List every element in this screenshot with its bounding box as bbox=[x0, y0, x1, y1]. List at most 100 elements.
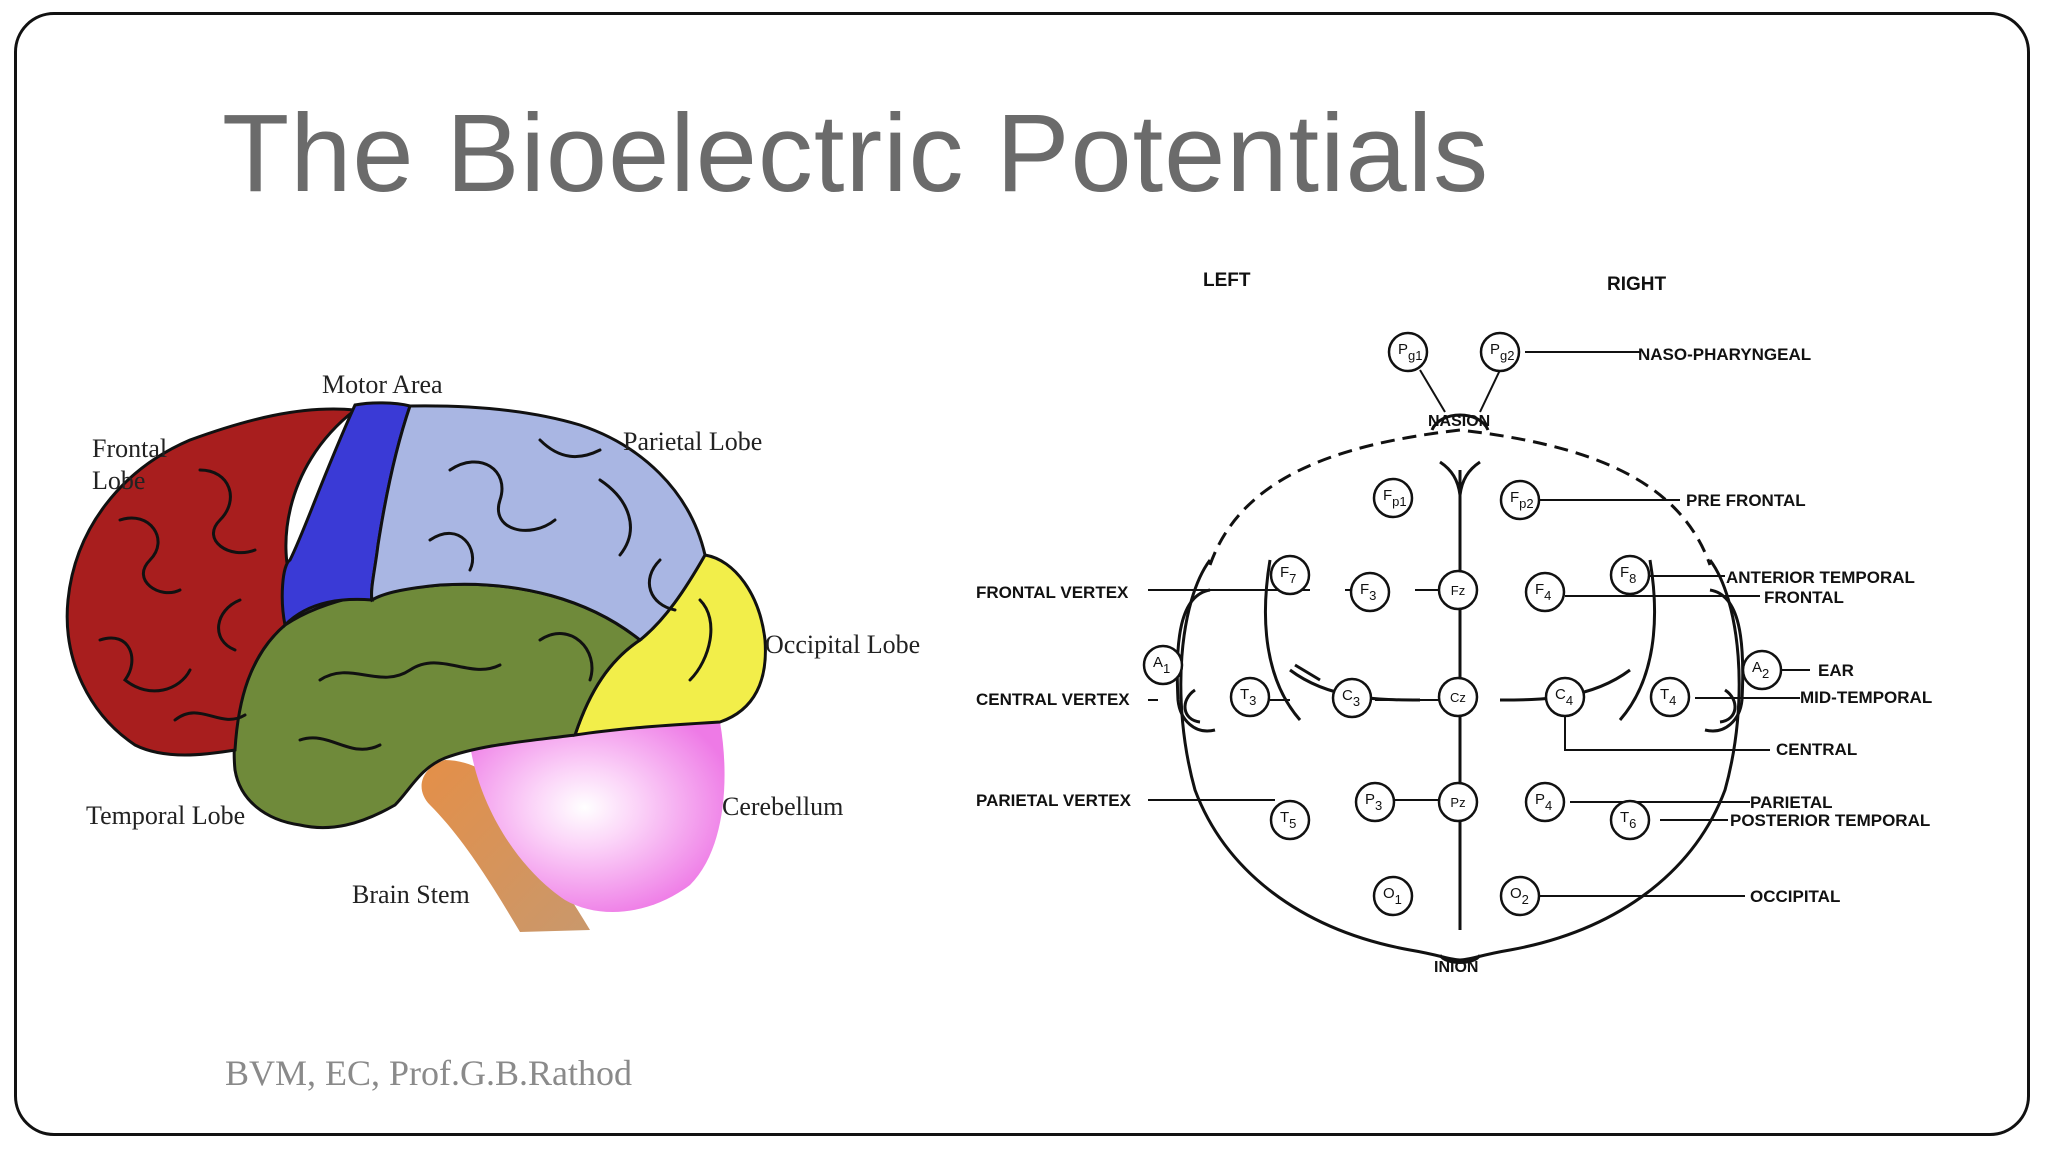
parietal-vertex-label: PARIETAL VERTEX bbox=[976, 791, 1132, 810]
electrode-circle bbox=[1609, 554, 1651, 596]
electrode-f8: F8 bbox=[1609, 554, 1651, 596]
electrode-f7: F7 bbox=[1269, 554, 1311, 596]
electrode-f3: F3 bbox=[1349, 571, 1391, 613]
frontal-vertex-label: FRONTAL VERTEX bbox=[976, 583, 1129, 602]
electrode-circle bbox=[1437, 569, 1479, 611]
electrode-pz: Pz bbox=[1437, 781, 1479, 823]
electrode-fp1: Fp1 bbox=[1372, 477, 1414, 519]
brain-lobes-diagram: Motor Area Frontal Lobe Parietal Lobe Oc… bbox=[65, 370, 920, 932]
electrode-circle bbox=[1741, 649, 1783, 691]
electrode-f8-label: F8 bbox=[1620, 564, 1636, 586]
brain-stem-label: Brain Stem bbox=[352, 880, 470, 909]
electrode-circle bbox=[1331, 677, 1373, 719]
temporal-lobe-label: Temporal Lobe bbox=[86, 801, 245, 830]
brain-stem-region bbox=[421, 760, 590, 932]
electrode-fp2: Fp2 bbox=[1499, 479, 1541, 521]
electrode-circle bbox=[1349, 571, 1391, 613]
electrode-a2-label: A2 bbox=[1752, 659, 1769, 681]
occipital-label: OCCIPITAL bbox=[1750, 887, 1840, 906]
motor-area-label: Motor Area bbox=[322, 370, 443, 399]
electrode-a1: A1 bbox=[1142, 644, 1184, 686]
electrode-t4-label: T4 bbox=[1660, 686, 1676, 708]
parietal-label: PARIETAL bbox=[1750, 793, 1832, 812]
cerebellum-label: Cerebellum bbox=[722, 792, 843, 821]
electrode-circle bbox=[1609, 799, 1651, 841]
electrode-fp1-label: Fp1 bbox=[1383, 487, 1407, 509]
electrode-pg2: Pg2 bbox=[1479, 331, 1521, 373]
anterior-temporal-label: ANTERIOR TEMPORAL bbox=[1726, 568, 1915, 587]
left-side-label: LEFT bbox=[1203, 270, 1251, 291]
electrode-f4: F4 bbox=[1524, 571, 1566, 613]
electrode-t3: T3 bbox=[1229, 676, 1271, 718]
electrode-c4-label: C4 bbox=[1555, 686, 1573, 708]
mid-temporal-label: MID-TEMPORAL bbox=[1800, 688, 1932, 707]
posterior-temporal-label: POSTERIOR TEMPORAL bbox=[1730, 811, 1930, 830]
electrode-f7-label: F7 bbox=[1280, 564, 1296, 586]
electrode-circle bbox=[1499, 875, 1541, 917]
parietal-lobe-label: Parietal Lobe bbox=[623, 427, 762, 456]
slide-footer: BVM, EC, Prof.G.B.Rathod bbox=[225, 1053, 633, 1093]
occipital-lobe-label: Occipital Lobe bbox=[765, 630, 920, 659]
electrode-t6: T6 bbox=[1609, 799, 1651, 841]
electrode-p3: P3 bbox=[1354, 781, 1396, 823]
slide-title: The Bioelectric Potentials bbox=[222, 92, 1490, 215]
electrode-circle bbox=[1229, 676, 1271, 718]
electrode-a1-label: A1 bbox=[1153, 654, 1170, 676]
electrode-c4: C4 bbox=[1544, 676, 1586, 718]
electrode-circle bbox=[1649, 676, 1691, 718]
electrode-t3-label: T3 bbox=[1240, 686, 1256, 708]
right-side-label: RIGHT bbox=[1607, 274, 1667, 295]
electrode-o2-label: O2 bbox=[1510, 885, 1529, 907]
electrode-circle bbox=[1524, 571, 1566, 613]
electrode-circle bbox=[1372, 875, 1414, 917]
frontal-lobe-label-line1: Frontal bbox=[92, 434, 167, 463]
electrode-t5-label: T5 bbox=[1280, 809, 1296, 831]
electrode-circle bbox=[1372, 477, 1414, 519]
central-label: CENTRAL bbox=[1776, 740, 1857, 759]
electrode-pg1: Pg1 bbox=[1387, 331, 1429, 373]
nasion-label: NASION bbox=[1428, 413, 1490, 430]
electrode-cz-label: Cz bbox=[1450, 690, 1466, 705]
electrode-pg2-label: Pg2 bbox=[1490, 341, 1514, 363]
electrode-f3-label: F3 bbox=[1360, 581, 1376, 603]
electrode-o2: O2 bbox=[1499, 875, 1541, 917]
electrode-circle bbox=[1479, 331, 1521, 373]
electrode-a2: A2 bbox=[1741, 649, 1783, 691]
head-outline bbox=[1179, 559, 1741, 962]
electrode-t5: T5 bbox=[1269, 799, 1311, 841]
electrode-fp2-label: Fp2 bbox=[1510, 489, 1534, 511]
electrode-p4-label: P4 bbox=[1535, 791, 1552, 813]
electrode-fz-label: Fz bbox=[1451, 583, 1465, 598]
naso-pharyngeal-label: NASO-PHARYNGEAL bbox=[1638, 345, 1811, 364]
electrode-circle bbox=[1524, 781, 1566, 823]
electrode-pg1-label: Pg1 bbox=[1398, 341, 1422, 363]
electrode-circle bbox=[1269, 799, 1311, 841]
frontal-lobe-label-line2: Lobe bbox=[92, 466, 145, 495]
electrode-o1-label: O1 bbox=[1383, 885, 1402, 907]
central-vertex-label: CENTRAL VERTEX bbox=[976, 690, 1130, 709]
electrode-circle bbox=[1142, 644, 1184, 686]
inion-label: INION bbox=[1434, 959, 1478, 976]
ear-label: EAR bbox=[1818, 661, 1854, 680]
pre-frontal-label: PRE FRONTAL bbox=[1686, 491, 1806, 510]
cerebellum-region bbox=[470, 722, 725, 912]
electrode-circle bbox=[1437, 676, 1479, 718]
parietal-lobe-region bbox=[370, 404, 707, 642]
electrode-circle bbox=[1499, 479, 1541, 521]
electrode-fz: Fz bbox=[1437, 569, 1479, 611]
electrode-p4: P4 bbox=[1524, 781, 1566, 823]
frontal-label: FRONTAL bbox=[1764, 588, 1844, 607]
electrode-f4-label: F4 bbox=[1535, 581, 1551, 603]
electrode-pz-label: Pz bbox=[1450, 795, 1465, 810]
electrode-circle bbox=[1437, 781, 1479, 823]
electrode-circle bbox=[1354, 781, 1396, 823]
electrode-o1: O1 bbox=[1372, 875, 1414, 917]
electrode-c3-label: C3 bbox=[1342, 687, 1360, 709]
electrode-cz: Cz bbox=[1437, 676, 1479, 718]
electrode-p3-label: P3 bbox=[1365, 791, 1382, 813]
electrode-t6-label: T6 bbox=[1620, 809, 1636, 831]
electrode-circle bbox=[1544, 676, 1586, 718]
electrode-t4: T4 bbox=[1649, 676, 1691, 718]
